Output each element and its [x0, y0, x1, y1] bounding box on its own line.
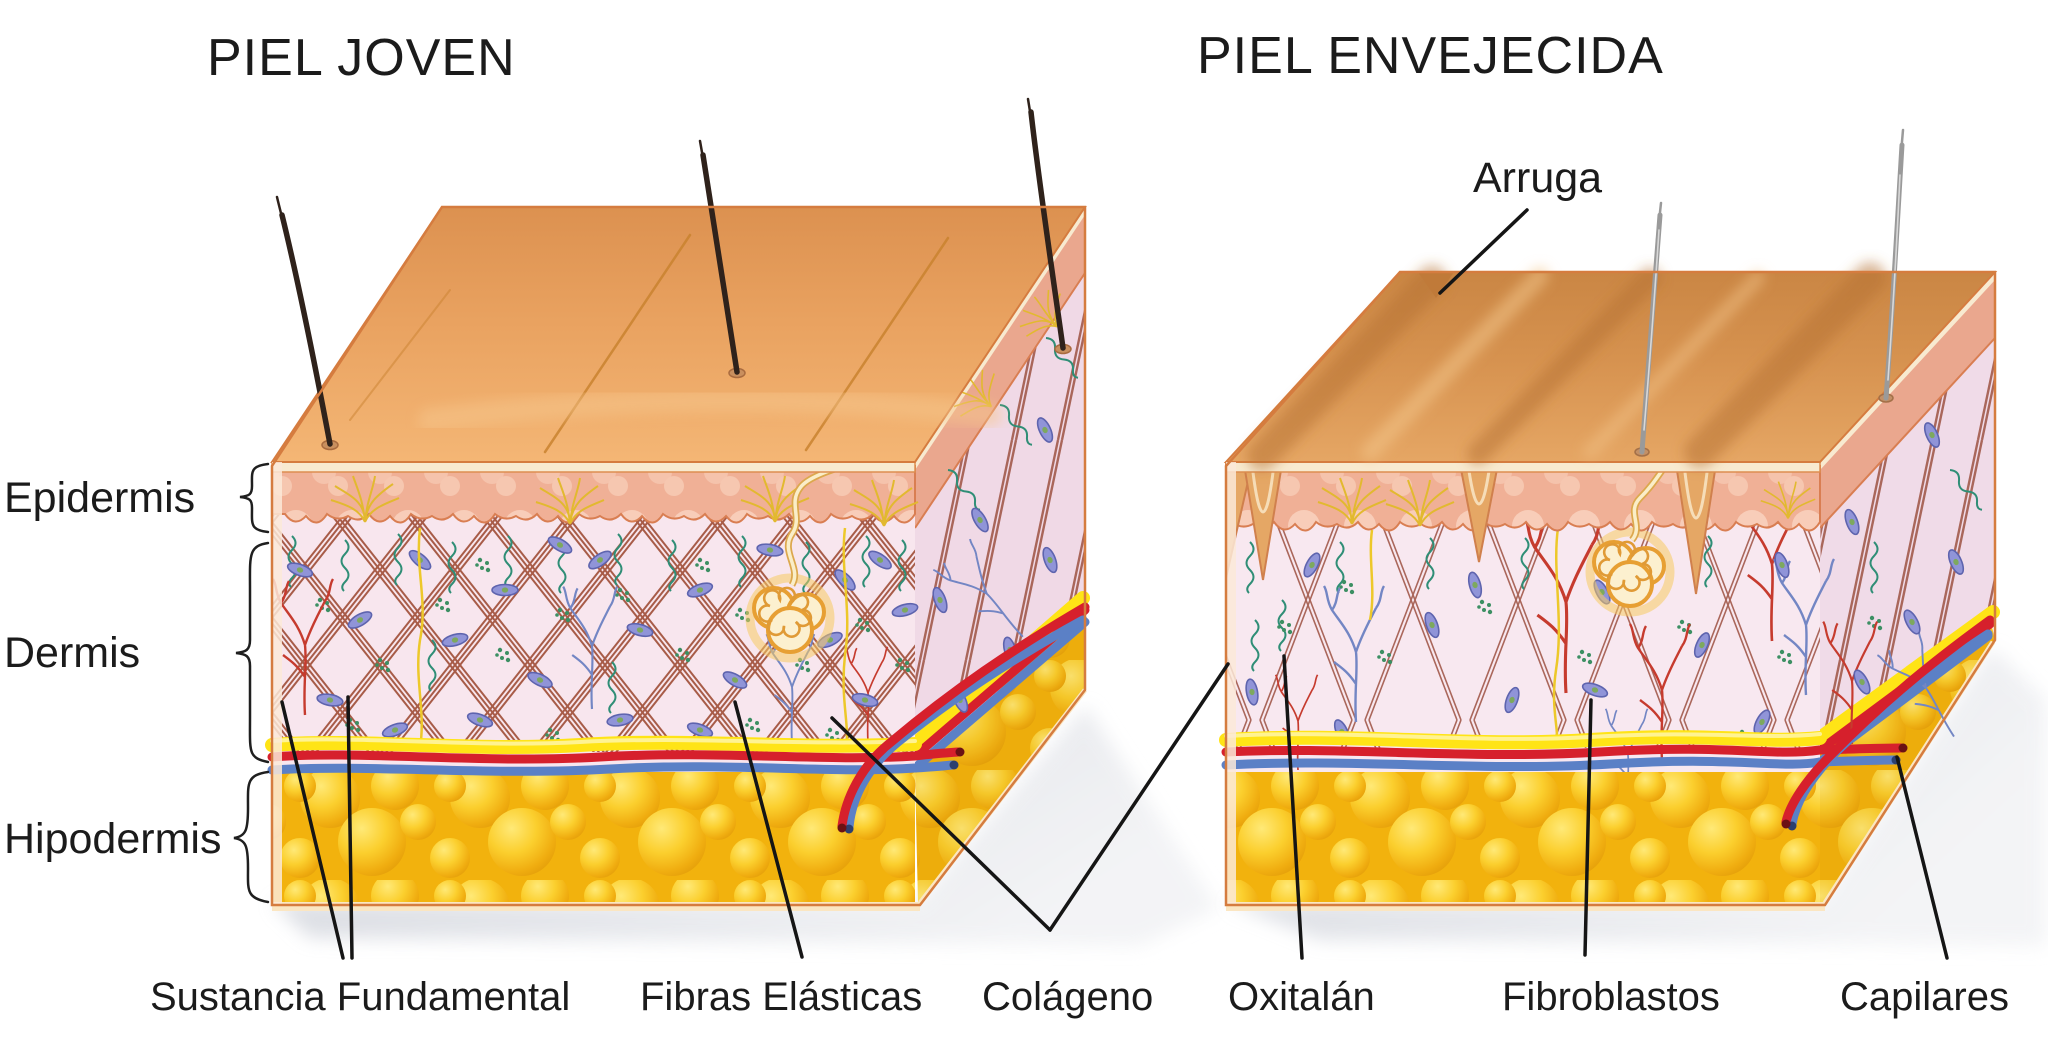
fibroblastos-line	[1583, 698, 1593, 957]
epidermis-label: Epidermis	[4, 474, 195, 522]
wrinkle-notch	[1418, 272, 1454, 298]
capilares-line	[1895, 755, 1949, 960]
vessel-band-young	[265, 735, 965, 776]
arruga-line	[1438, 208, 1529, 295]
callout-lines	[280, 208, 1949, 960]
young-skin-title: PIEL JOVEN	[207, 29, 516, 87]
hairs-aged	[1634, 128, 1905, 457]
nerve-fibers-young	[417, 527, 849, 749]
colageno-label: Colágeno	[982, 975, 1153, 1019]
colageno-line-left	[830, 716, 1052, 932]
fibroblastos-label: Fibroblastos	[1502, 975, 1720, 1019]
dermis-bracket	[235, 541, 270, 764]
sustancia-fundamental-label: Sustancia Fundamental	[150, 975, 570, 1019]
arruga-label: Arruga	[1473, 154, 1602, 202]
hipodermis-label: Hipodermis	[4, 815, 221, 863]
sustancia-line-1	[280, 700, 345, 960]
ground-shadows	[272, 648, 2046, 946]
vessel-band-aged	[1219, 730, 1908, 772]
aged-block-outline	[1224, 270, 1997, 907]
epidermis-bracket	[239, 462, 270, 534]
fibras-elasticas-label: Fibras Elásticas	[640, 975, 922, 1019]
fibras-line	[733, 700, 804, 959]
sustancia-line-2	[346, 695, 354, 960]
oxitalan-line	[1282, 654, 1304, 960]
aged-skin-block	[1219, 128, 2000, 911]
hairs-young	[275, 97, 1072, 451]
young-skin-block	[265, 97, 1090, 911]
hipodermis-bracket	[233, 770, 270, 904]
capilares-label: Capilares	[1840, 975, 2009, 1019]
capillary-pair-young	[837, 602, 1090, 834]
young-block-outline	[270, 205, 1087, 907]
oxitalan-label: Oxitalán	[1228, 975, 1375, 1019]
layer-brackets	[233, 462, 270, 904]
wrinkle-furrows-top	[1247, 262, 1886, 471]
capillary-pair-aged	[1781, 615, 1995, 831]
dermis-label: Dermis	[4, 629, 140, 677]
colageno-line-right	[1048, 662, 1230, 932]
aged-skin-title: PIEL ENVEJECIDA	[1197, 27, 1664, 85]
skin-surface-lines-young	[349, 233, 1002, 454]
nerve-fibers-aged	[1368, 527, 1561, 746]
